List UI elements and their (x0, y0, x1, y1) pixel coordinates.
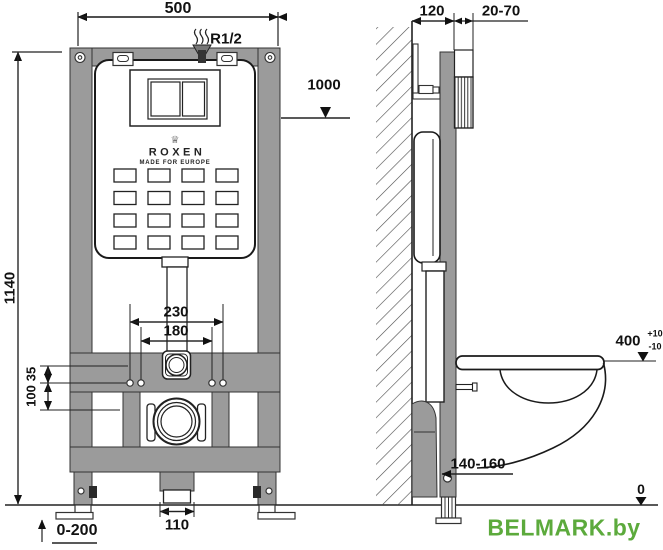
brand-name: ROXEN (148, 146, 206, 159)
dim-plate-clearance: 20-70 (481, 2, 521, 20)
water-connection-fitting (161, 350, 192, 380)
drain-outlet-front (122, 391, 230, 504)
adjustable-feet-front (55, 486, 296, 520)
level-marker-0 (635, 497, 647, 506)
tank-grid-pattern (113, 168, 239, 250)
flush-plate-front (129, 69, 221, 127)
flush-plate-side (453, 49, 474, 129)
frame-corner-screws (74, 51, 276, 64)
dim-fixing-span-inner: 180 (163, 322, 189, 340)
cistern-side (413, 131, 447, 403)
dim-drain-height: 140-160 (450, 455, 506, 473)
level-marker-400 (637, 352, 649, 362)
adjustable-foot-side (435, 496, 462, 525)
front-dimension-lines (12, 12, 350, 544)
dim-drain-width: 110 (164, 516, 190, 534)
watermark: BELMARK.by (487, 514, 641, 541)
dim-offset-35: 35 (23, 366, 39, 382)
arrow-20-70-right (465, 17, 473, 25)
fixing-stud-holes (126, 379, 227, 387)
dim-bowl-tol-plus: +10 (647, 328, 663, 339)
brand-tagline: MADE FOR EUROPE (139, 160, 211, 166)
label-inlet-thread: R1/2 (210, 30, 242, 48)
dim-foot-range: 0-200 (56, 522, 98, 539)
dim-bowl-height: 400 (615, 332, 641, 350)
label-floor-zero: 0 (637, 481, 645, 497)
dim-offset-100: 100 (23, 385, 39, 407)
dim-bowl-tol-minus: -10 (648, 341, 662, 352)
wall-hatch (376, 27, 412, 505)
dim-frame-width: 500 (164, 0, 192, 17)
crown-icon: ♕ (170, 135, 180, 146)
water-inlet-icon (192, 28, 212, 63)
level-marker-1000 (320, 107, 331, 118)
arrow-20-70-left (454, 17, 462, 25)
dim-button-level: 1000 (307, 76, 341, 94)
toilet-bowl-side (455, 355, 656, 469)
dim-frame-depth: 120 (419, 2, 445, 20)
dim-frame-height: 1140 (1, 271, 19, 305)
dim-fixing-span-outer: 230 (163, 303, 189, 321)
